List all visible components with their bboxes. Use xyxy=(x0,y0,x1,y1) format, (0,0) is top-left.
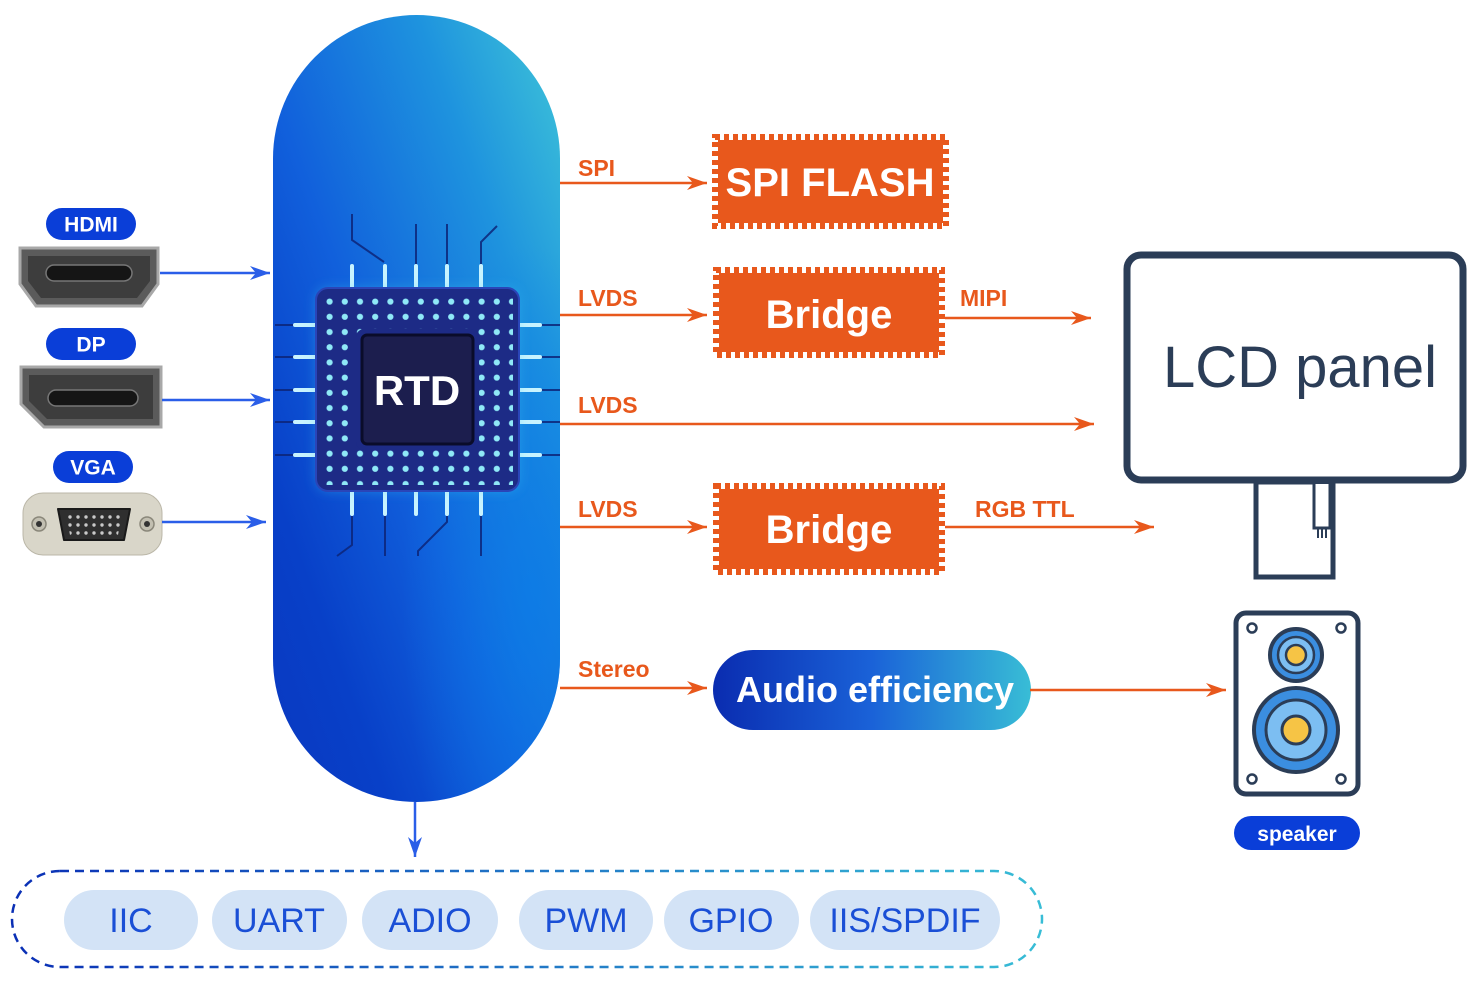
peripheral-pill xyxy=(362,890,498,950)
lcd-panel-label: LCD panel xyxy=(1163,335,1437,400)
spi-bus-label: SPI xyxy=(578,155,615,181)
lcd-panel-icon: LCD panel xyxy=(1123,251,1467,580)
peripheral-pill xyxy=(212,890,347,950)
speaker-icon xyxy=(1233,610,1361,797)
peripheral-label: IIS/SPDIF xyxy=(829,902,980,940)
stereo-bus-label: Stereo xyxy=(578,656,650,682)
lcd-cable xyxy=(1312,484,1332,530)
hdmi-label: HDMI xyxy=(64,214,118,237)
rgb-ttl-bus-label: RGB TTL xyxy=(975,496,1075,522)
peripheral-label: UART xyxy=(233,902,325,940)
displayport-icon xyxy=(19,365,163,429)
dp-label-pill xyxy=(46,328,136,360)
mipi-bus-label: MIPI xyxy=(960,285,1007,311)
chip-pins xyxy=(293,264,542,516)
dp-label: DP xyxy=(76,334,105,357)
audio-path: Stereo Audio efficiency xyxy=(560,650,1226,730)
peripheral-dashed-border xyxy=(10,869,1044,969)
peripheral-label: ADIO xyxy=(388,902,471,940)
spi-path: SPI SPI FLASH xyxy=(560,134,949,229)
peripheral-label: PWM xyxy=(544,902,627,940)
peripheral-group: IIC UART ADIO PWM GPIO IIS/SPDIF xyxy=(10,869,1044,969)
rgb-bridge-label: Bridge xyxy=(766,508,893,552)
chip-icon: RTD xyxy=(315,287,520,492)
peripheral-pill xyxy=(519,890,653,950)
speaker-label-pill xyxy=(1234,816,1360,850)
peripheral-pill xyxy=(64,890,198,950)
audio-efficiency-label: Audio efficiency xyxy=(736,669,1014,710)
lvds-direct-path: LVDS xyxy=(560,392,1094,431)
peripheral-label: IIC xyxy=(109,902,152,940)
spi-flash-label: SPI FLASH xyxy=(726,161,935,205)
speaker-label: speaker xyxy=(1257,823,1336,846)
vga-port-icon xyxy=(22,492,163,556)
hdmi-port-icon xyxy=(18,246,160,308)
chip-label: RTD xyxy=(374,367,460,414)
lvds-label-3: LVDS xyxy=(578,496,638,522)
lvds-label-2: LVDS xyxy=(578,392,638,418)
audio-efficiency-block xyxy=(713,650,1031,730)
lvds-label-1: LVDS xyxy=(578,285,638,311)
input-vga: VGA xyxy=(22,451,266,556)
chip-traces xyxy=(275,214,560,557)
hdmi-label-pill xyxy=(46,208,136,240)
rgb-bridge-block: Bridge xyxy=(713,483,945,575)
vga-label-pill xyxy=(53,451,133,483)
rgb-bridge-path: LVDS Bridge RGB TTL xyxy=(560,483,1154,575)
mipi-bridge-path: LVDS Bridge MIPI xyxy=(560,267,1091,358)
peripheral-pill xyxy=(810,890,1000,950)
mipi-bridge-label: Bridge xyxy=(766,293,893,337)
mipi-bridge-block: Bridge xyxy=(713,267,945,358)
vga-label: VGA xyxy=(70,457,116,480)
input-hdmi: HDMI xyxy=(18,208,270,308)
peripheral-pill xyxy=(664,890,799,950)
spi-flash-block: SPI FLASH xyxy=(712,134,949,229)
rtd-processor-body: RTD xyxy=(273,15,560,802)
lcd-cable-pins xyxy=(1317,528,1327,538)
input-dp: DP xyxy=(19,328,270,429)
peripheral-label: GPIO xyxy=(688,902,773,940)
